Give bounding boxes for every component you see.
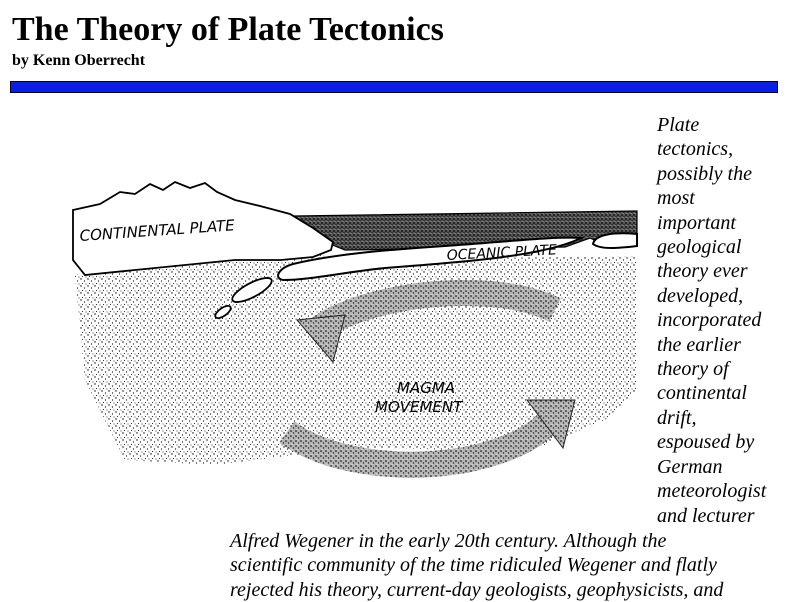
- article-text-continued: Alfred Wegener in the early 20th century…: [230, 529, 790, 602]
- page-title: The Theory of Plate Tectonics: [12, 11, 444, 48]
- header-divider-bar: [10, 81, 778, 93]
- text-line: drift,: [657, 406, 697, 429]
- text-line: espoused by: [657, 431, 755, 454]
- magma-blob: [231, 277, 273, 303]
- magma-blob: [214, 304, 232, 320]
- magma-arrow-lower: [279, 411, 560, 478]
- text-line: continental: [657, 382, 747, 405]
- text-line: possibly the: [657, 162, 752, 185]
- continental-plate: [72, 180, 335, 276]
- text-line: Alfred Wegener in the early 20th century…: [230, 530, 667, 552]
- text-line: developed,: [657, 284, 744, 307]
- text-line: most: [657, 187, 695, 210]
- author-byline: by Kenn Oberrecht: [12, 52, 146, 69]
- magma-label-line2: MOVEMENT: [375, 398, 464, 416]
- magma-arrow-upper-head: [295, 314, 346, 364]
- text-line: tectonics,: [657, 138, 734, 161]
- oceanic-plate-label: OCEANIC PLATE: [446, 242, 557, 264]
- text-line: meteorologist: [657, 480, 767, 503]
- text-line: geological: [657, 236, 742, 259]
- text-line: the earlier: [657, 333, 741, 356]
- text-line: Plate: [657, 114, 700, 136]
- magma-label-line1: MAGMA: [397, 379, 455, 397]
- text-line: theory of: [657, 358, 729, 381]
- text-line: scientific community of the time ridicul…: [230, 554, 717, 577]
- oceanic-plate: [277, 236, 585, 282]
- text-line: German: [657, 455, 723, 478]
- text-line: rejected his theory, current-day geologi…: [230, 578, 724, 601]
- plate-tectonics-illustration: CONTINENTAL PLATE OCEANIC PLATE MAGMA MO…: [72, 180, 638, 478]
- magma-arrow-lower-head: [526, 399, 576, 450]
- text-line: important: [657, 211, 736, 234]
- text-line: and lecturer: [657, 504, 755, 527]
- text-line: theory ever: [657, 260, 748, 283]
- oceanic-plate-right: [591, 232, 638, 249]
- text-line: incorporated: [657, 309, 762, 332]
